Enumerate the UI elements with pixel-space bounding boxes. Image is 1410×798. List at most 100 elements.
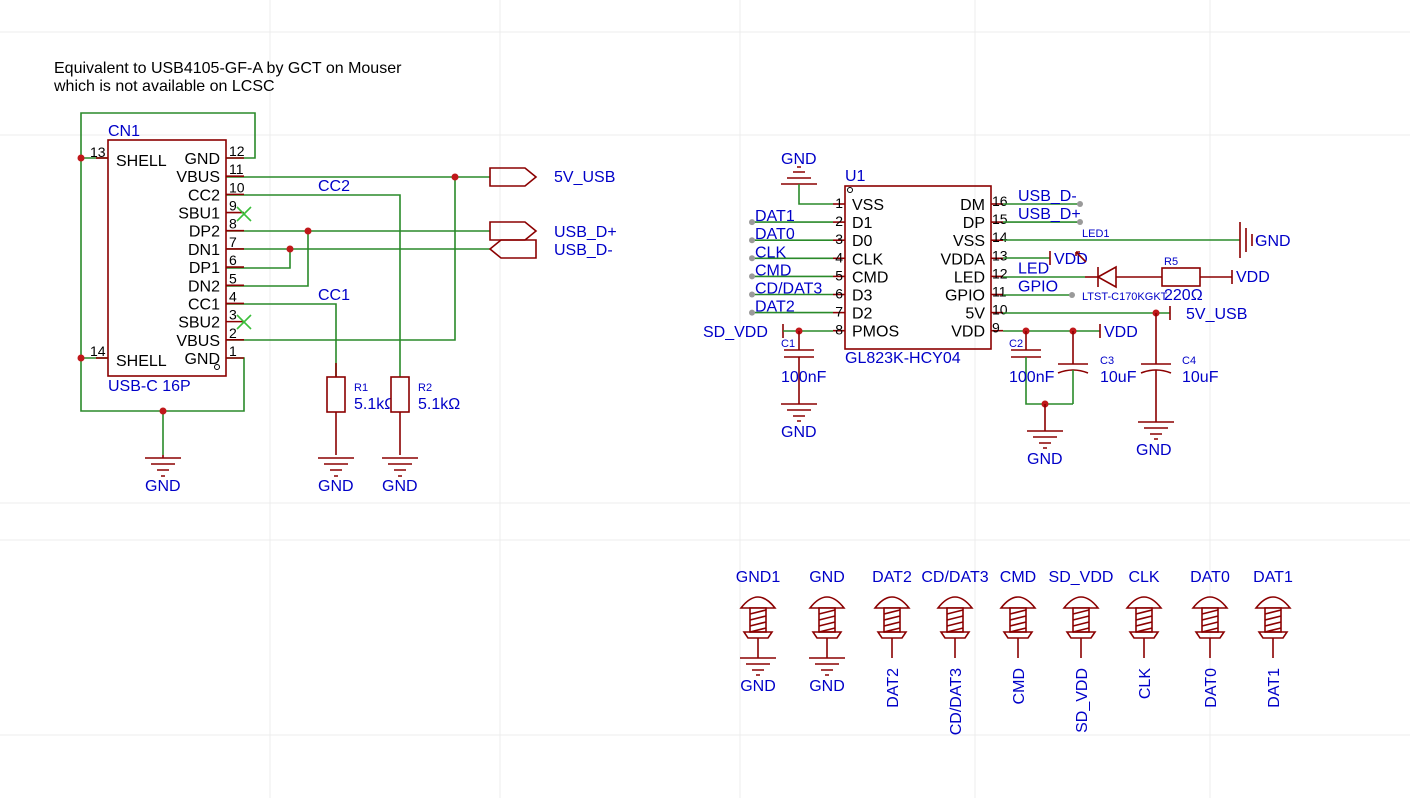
net-endpoint-dot [749, 309, 755, 316]
u1-pin-num: 11 [992, 284, 1007, 300]
port-usb-dp-label: USB_D+ [554, 224, 617, 241]
u1-chip[interactable]: GND U1 GL823K-HCY04 VSS1D12DAT1D03DAT0CL… [749, 151, 1081, 367]
u1-pin-name: PMOS [852, 324, 899, 341]
c3-capacitor[interactable]: C3 10uF [1057, 331, 1137, 404]
u1-body [844, 185, 992, 350]
net-endpoint-dot [749, 219, 755, 226]
u1-value: GL823K-HCY04 [845, 350, 961, 367]
u1-pin-num: 1 [835, 195, 843, 211]
testpoint-bottom-label: DAT0 [1203, 668, 1220, 708]
u1-pin-num: 10 [992, 302, 1008, 318]
r2-ref: R2 [418, 382, 432, 394]
cn1-pin-name: GND [184, 351, 220, 368]
net-endpoint-dot [749, 237, 755, 244]
u1-pin-name: CLK [852, 251, 883, 268]
testpoint-bottom-label: SD_VDD [1074, 668, 1091, 733]
r1-value: 5.1kΩ [354, 396, 396, 413]
u1-pin-name: D1 [852, 215, 873, 232]
u1-pin-name: D3 [852, 288, 873, 305]
testpoint[interactable]: CMD CMD [999, 569, 1037, 704]
u1-gnd-top-label: GND [781, 151, 817, 168]
u1-pin-num: 16 [992, 193, 1008, 209]
u1-pin-name: VSS [852, 197, 884, 214]
testpoint-top-label: DAT1 [1253, 569, 1293, 586]
cn1-pin-num: 4 [229, 288, 237, 304]
c4-capacitor[interactable]: C4 10uF GND [1136, 313, 1219, 459]
port-usb-dm-label: USB_D- [554, 242, 613, 259]
resistor-r1[interactable]: R1 5.1kΩ [326, 363, 396, 455]
net-cc1-label: CC1 [318, 287, 350, 304]
led1-value: LTST-C170KGKT [1082, 291, 1168, 303]
net-endpoint-dot [749, 291, 755, 298]
cn1-pin-name: CC2 [188, 187, 220, 204]
gnd-r1-label: GND [318, 478, 354, 495]
r1-ref: R1 [354, 382, 368, 394]
cn1-pin-13-name: SHELL [116, 153, 167, 170]
u1-pin-name: D2 [852, 306, 873, 323]
u1-pin-num: 2 [835, 213, 843, 229]
u1-pin-num: 7 [835, 304, 843, 320]
c4-ref: C4 [1182, 355, 1196, 367]
testpoint-bottom-label: CMD [1011, 668, 1028, 704]
cn1-pin-name: GND [184, 151, 220, 168]
cn1-pin-num: 7 [229, 234, 237, 250]
c2-value: 100nF [1009, 369, 1055, 386]
c4-value: 10uF [1182, 369, 1219, 386]
c1-capacitor[interactable]: SD_VDD C1 100nF GND [703, 324, 833, 441]
cn1-pin-name: VBUS [176, 333, 220, 350]
u1-pin-num: 5 [835, 267, 843, 283]
cn1-pin-num: 11 [229, 161, 244, 177]
net-endpoint-dot [749, 273, 755, 280]
u1-net-label: CMD [755, 262, 791, 279]
c1-gnd-label: GND [781, 424, 817, 441]
u1-pin-num: 3 [835, 231, 843, 247]
port-usb-dm[interactable]: USB_D- [488, 239, 613, 259]
cn1-pin-name: DP1 [189, 260, 220, 277]
c2-capacitor[interactable]: C2 100nF [1009, 331, 1073, 405]
u1-pin-name: CMD [852, 269, 888, 286]
testpoint-bottom-label: CD/DAT3 [948, 668, 965, 735]
u1-net-label: DAT1 [755, 208, 795, 225]
cn1-pin-14-num: 14 [90, 343, 106, 359]
u1-net-label: DAT0 [755, 226, 795, 243]
u1-pin-name: VSS [953, 233, 985, 250]
cn1-pin-13-num: 13 [90, 144, 106, 160]
c1-ref: C1 [781, 338, 795, 350]
led1-ref: LED1 [1082, 228, 1110, 240]
net-endpoint-dot [749, 255, 755, 262]
u1-pin-name: 5V [965, 306, 985, 323]
testpoint-top-label: DAT0 [1190, 569, 1230, 586]
gnd-symbol-r2: GND [382, 457, 418, 495]
c2-ref: C2 [1009, 338, 1023, 350]
u1-right-wiring: GND VDD LED1 LTST-C170KGKT R5 220Ω VDD 5… [1003, 201, 1291, 341]
cn1-pin-num: 2 [229, 325, 237, 341]
port-5v-usb[interactable]: 5V_USB [489, 167, 615, 187]
u1-pin-num: 9 [992, 320, 1000, 336]
cn1-pin-num: 12 [229, 143, 245, 159]
c2-c3-ground: GND [1027, 400, 1063, 468]
testpoint-bottom-label: CLK [1137, 668, 1154, 699]
gnd-r2-label: GND [382, 478, 418, 495]
testpoint-top-label: CMD [1000, 569, 1036, 586]
port-usb-dp[interactable]: USB_D+ [489, 221, 617, 241]
r2-value: 5.1kΩ [418, 396, 460, 413]
gnd-cn1-label: GND [145, 478, 181, 495]
u1-pin-num: 14 [992, 229, 1008, 245]
u1-net-label: USB_D+ [1018, 206, 1081, 223]
cn1-pin-name: DP2 [189, 224, 220, 241]
cn1-pin-num: 6 [229, 252, 237, 268]
u1-pin-name: GPIO [945, 288, 985, 305]
gnd-symbol-cn1: GND [145, 455, 181, 495]
resistor-r2[interactable]: R2 5.1kΩ [390, 376, 460, 455]
